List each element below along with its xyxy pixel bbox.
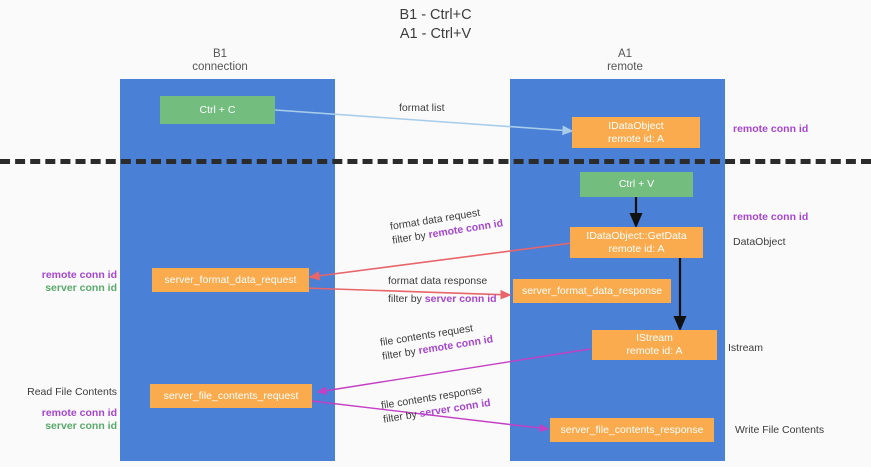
column-header-b1-name: B1 xyxy=(212,48,228,60)
annotation-left-read-file-contents: Read File Contents remote conn id server… xyxy=(14,386,117,433)
diagram-title: B1 - Ctrl+C A1 - Ctrl+V xyxy=(0,6,871,44)
node-server-format-data-request[interactable]: server_format_data_request xyxy=(152,268,309,292)
node-idataobject-line1: IDataObject xyxy=(608,119,664,132)
annotation-dataobject: DataObject xyxy=(733,236,786,248)
annotation-remote-conn-id-top: remote conn id xyxy=(733,123,809,135)
node-server-format-data-response[interactable]: server_format_data_response xyxy=(513,279,671,303)
edge-label-format-list: format list xyxy=(399,102,445,114)
node-istream-line1: IStream xyxy=(636,332,673,344)
title-line-2: A1 - Ctrl+V xyxy=(399,26,472,42)
edge-label-format-data-response: format data response filter by server co… xyxy=(388,275,497,305)
annotation-read-file-contents-heading: Read File Contents xyxy=(27,386,117,398)
arrow-format-data-request xyxy=(308,242,573,281)
node-getdata-line2: remote id: A xyxy=(608,242,665,255)
node-ctrl-c[interactable]: Ctrl + C xyxy=(160,96,275,124)
section-divider xyxy=(0,159,871,164)
node-server-file-contents-response[interactable]: server_file_contents_response xyxy=(550,418,714,442)
node-istream[interactable]: IStream remote id: A xyxy=(592,330,717,360)
node-server-file-contents-response-label: server_file_contents_response xyxy=(560,423,704,436)
node-istream-line2: remote id: A xyxy=(626,345,683,357)
node-server-file-contents-request-label: server_file_contents_request xyxy=(163,389,299,402)
arrow-file-contents-request xyxy=(316,348,591,395)
node-idataobject[interactable]: IDataObject remote id: A xyxy=(572,117,700,148)
arrow-format-list xyxy=(274,109,574,136)
node-getdata-line1: IDataObject::GetData xyxy=(586,229,687,242)
arrow-file-contents-response xyxy=(311,400,550,433)
node-server-file-contents-request[interactable]: server_file_contents_request xyxy=(150,384,312,408)
annotation-left-format-server: server conn id xyxy=(45,282,117,294)
title-line-1: B1 - Ctrl+C xyxy=(399,7,472,23)
arrow-format-data-response xyxy=(304,287,512,300)
node-ctrl-v-label: Ctrl + V xyxy=(618,178,655,190)
node-server-format-data-request-label: server_format_data_request xyxy=(164,273,297,286)
annotation-left-read-remote: remote conn id xyxy=(41,407,117,419)
node-server-format-data-response-label: server_format_data_response xyxy=(521,284,663,297)
annotation-left-format-ids: remote conn id server conn id xyxy=(22,269,117,295)
column-header-a1-sub: remote xyxy=(607,61,643,73)
node-ctrl-c-label: Ctrl + C xyxy=(199,103,236,116)
node-ctrl-v[interactable]: Ctrl + V xyxy=(580,172,693,197)
column-header-b1-sub: connection xyxy=(192,61,248,73)
annotation-write-file-contents: Write File Contents xyxy=(735,424,825,436)
annotation-left-read-server: server conn id xyxy=(45,420,117,432)
column-header-b1: B1 connection xyxy=(145,48,295,74)
annotation-istream: Istream xyxy=(728,342,764,354)
column-header-a1: A1 remote xyxy=(550,48,700,74)
column-header-a1-name: A1 xyxy=(617,48,633,60)
annotation-left-format-remote: remote conn id xyxy=(41,269,117,281)
node-getdata[interactable]: IDataObject::GetData remote id: A xyxy=(570,227,703,258)
annotation-remote-conn-id-getdata: remote conn id xyxy=(733,211,809,223)
node-idataobject-line2: remote id: A xyxy=(607,132,665,145)
